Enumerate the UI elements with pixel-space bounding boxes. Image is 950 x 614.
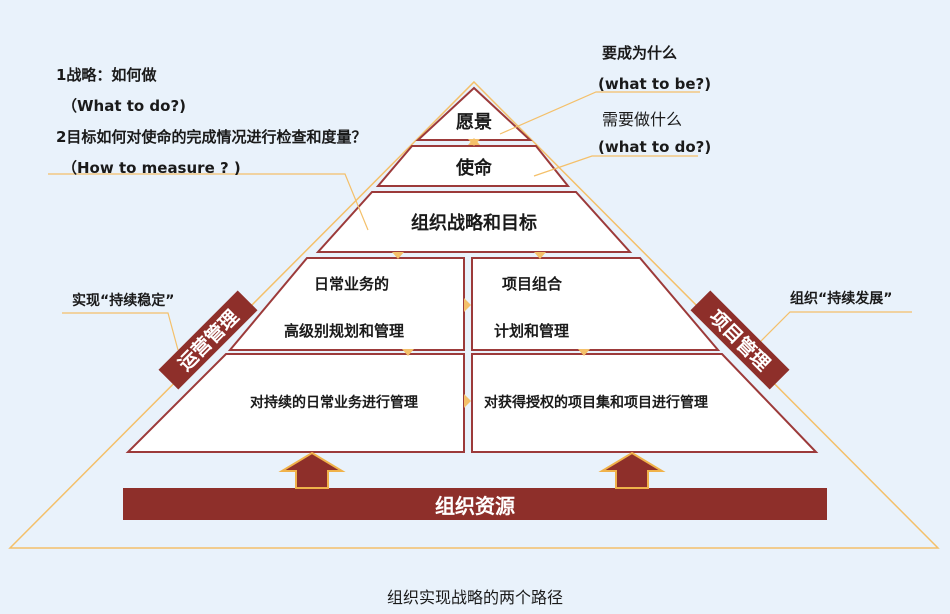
ops-top-label-1: 日常业务的	[314, 275, 390, 293]
strategy-layer	[315, 191, 633, 253]
leader-line	[499, 91, 700, 135]
vision-label: 愿景	[456, 112, 492, 133]
proj-bottom-box	[471, 353, 819, 453]
connector-marker	[464, 298, 471, 312]
connector-marker	[464, 394, 471, 408]
ops-bottom-label: 对持续的日常业务进行管理	[250, 395, 418, 411]
right-note-4: (what to do?)	[598, 138, 712, 156]
right-goal-label: 组织“持续发展”	[790, 291, 893, 307]
leader-line	[62, 312, 179, 351]
left-note-4: （How to measure ? )	[62, 159, 241, 177]
resource-arrow-right	[598, 451, 666, 489]
leader-line	[757, 311, 912, 345]
left-note-2: （What to do?)	[62, 97, 187, 115]
leader-line	[533, 155, 698, 177]
connector-marker	[468, 138, 480, 145]
left-note-3: 2目标如何对使命的完成情况进行检查和度量？	[56, 128, 367, 146]
leader-line	[48, 173, 369, 231]
right-note-3: 需要做什么	[602, 110, 683, 129]
connector-marker	[392, 252, 404, 259]
proj-top-label-2: 计划和管理	[494, 322, 570, 340]
ops-top-box	[227, 257, 465, 351]
connector-marker	[402, 349, 414, 356]
resource-arrow-left	[278, 451, 346, 489]
ops-top-label-2: 高级别规划和管理	[284, 322, 405, 340]
right-note-2: (what to be?)	[598, 75, 712, 93]
proj-top-box	[471, 257, 721, 351]
ops-bottom-box	[125, 353, 465, 453]
resources-bar	[123, 488, 827, 520]
resources-label: 组织资源	[435, 494, 515, 518]
mission-label: 使命	[456, 158, 492, 179]
left-goal-label: 实现“持续稳定”	[72, 293, 175, 309]
strategy-label: 组织战略和目标	[411, 213, 537, 234]
connector-marker	[534, 252, 546, 259]
left-note-1: 1战略：如何做	[56, 66, 157, 84]
left-tag-bg	[158, 290, 258, 390]
right-tag-bg	[690, 290, 790, 390]
proj-bottom-label: 对获得授权的项目集和项目进行管理	[484, 395, 708, 411]
layer-connectors	[392, 138, 590, 408]
proj-top-label-1: 项目组合	[502, 275, 563, 293]
mission-layer	[375, 145, 571, 187]
figure-caption: 组织实现战略的两个路径	[386, 588, 563, 607]
right-note-1: 要成为什么	[602, 44, 678, 62]
connector-marker	[578, 349, 590, 356]
leader-lines	[48, 91, 912, 351]
